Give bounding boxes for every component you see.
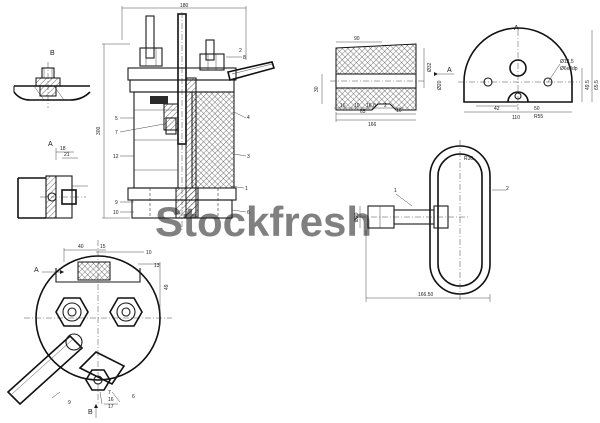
svg-text:65.5: 65.5	[594, 80, 600, 90]
svg-text:1: 1	[245, 186, 248, 192]
svg-text:10: 10	[354, 103, 360, 109]
svg-text:42: 42	[494, 106, 500, 112]
loop-handle-view: 1 2 R30 Ø20 166.50	[354, 140, 509, 302]
svg-text:3: 3	[247, 154, 250, 160]
svg-text:6: 6	[132, 394, 135, 400]
svg-text:12: 12	[113, 154, 119, 160]
svg-text:5: 5	[115, 116, 118, 122]
svg-text:7: 7	[108, 390, 111, 396]
svg-text:9: 9	[115, 200, 118, 206]
svg-text:40: 40	[78, 244, 84, 250]
view-label-b-bottom: B	[88, 409, 93, 416]
view-label-b: B	[50, 50, 55, 57]
svg-text:49: 49	[164, 284, 170, 290]
bushing-section-view: 90 30 Ø32 Ø20 16 10 16.8 2 16 65 166 A	[314, 36, 454, 128]
dim-section-width: 90	[354, 36, 360, 42]
svg-text:10: 10	[113, 210, 119, 216]
svg-text:R55: R55	[534, 114, 543, 120]
svg-text:R30: R30	[464, 156, 473, 162]
svg-text:18: 18	[60, 146, 66, 152]
svg-text:13: 13	[154, 263, 160, 269]
dim-handle-length: 166.50	[418, 292, 434, 298]
svg-text:1: 1	[394, 188, 397, 194]
svg-text:16: 16	[396, 108, 402, 114]
svg-text:16.8: 16.8	[366, 103, 376, 109]
svg-text:166: 166	[368, 122, 377, 128]
svg-text:17: 17	[108, 404, 114, 410]
detail-a-view: A 18 21	[17, 141, 88, 219]
svg-text:15: 15	[100, 244, 106, 250]
svg-text:10: 10	[146, 250, 152, 256]
svg-text:30: 30	[314, 86, 320, 92]
dim-main-height: 300	[96, 126, 102, 135]
dim-plate-width: 110	[512, 115, 520, 121]
watermark-text: Stockfresh	[155, 198, 372, 245]
detail-b-view: B	[13, 50, 91, 108]
view-label-a-bottom: A	[34, 267, 39, 274]
bottom-plan-view: A 40 15 10 49 13	[6, 240, 172, 418]
svg-text:65: 65	[360, 109, 366, 115]
svg-text:2: 2	[384, 103, 387, 109]
svg-text:21: 21	[64, 152, 70, 158]
svg-text:Ø12.5: Ø12.5	[560, 59, 574, 65]
svg-text:2: 2	[239, 48, 242, 54]
svg-text:50: 50	[534, 106, 540, 112]
svg-text:49.5: 49.5	[585, 80, 591, 90]
svg-text:8: 8	[243, 55, 246, 61]
svg-text:16: 16	[340, 103, 346, 109]
svg-text:7: 7	[115, 130, 118, 136]
half-round-plate-view: A Ø12.5 Ø6x8dp 110 42 50 R55 49.5 65.5	[458, 25, 600, 121]
svg-text:4: 4	[247, 115, 250, 121]
view-label-a-left: A	[48, 141, 53, 148]
svg-text:Ø6x8dp: Ø6x8dp	[560, 66, 578, 72]
svg-text:16: 16	[108, 397, 114, 403]
svg-text:6: 6	[247, 210, 250, 216]
main-assembly-section: 180 300	[96, 3, 276, 230]
svg-text:Ø20: Ø20	[354, 212, 360, 222]
view-label-a-right: A	[447, 67, 452, 74]
svg-text:Ø20: Ø20	[437, 80, 443, 90]
svg-text:2: 2	[506, 186, 509, 192]
svg-text:9: 9	[68, 400, 71, 406]
dim-main-width: 180	[180, 3, 189, 9]
svg-text:Ø32: Ø32	[427, 62, 433, 72]
